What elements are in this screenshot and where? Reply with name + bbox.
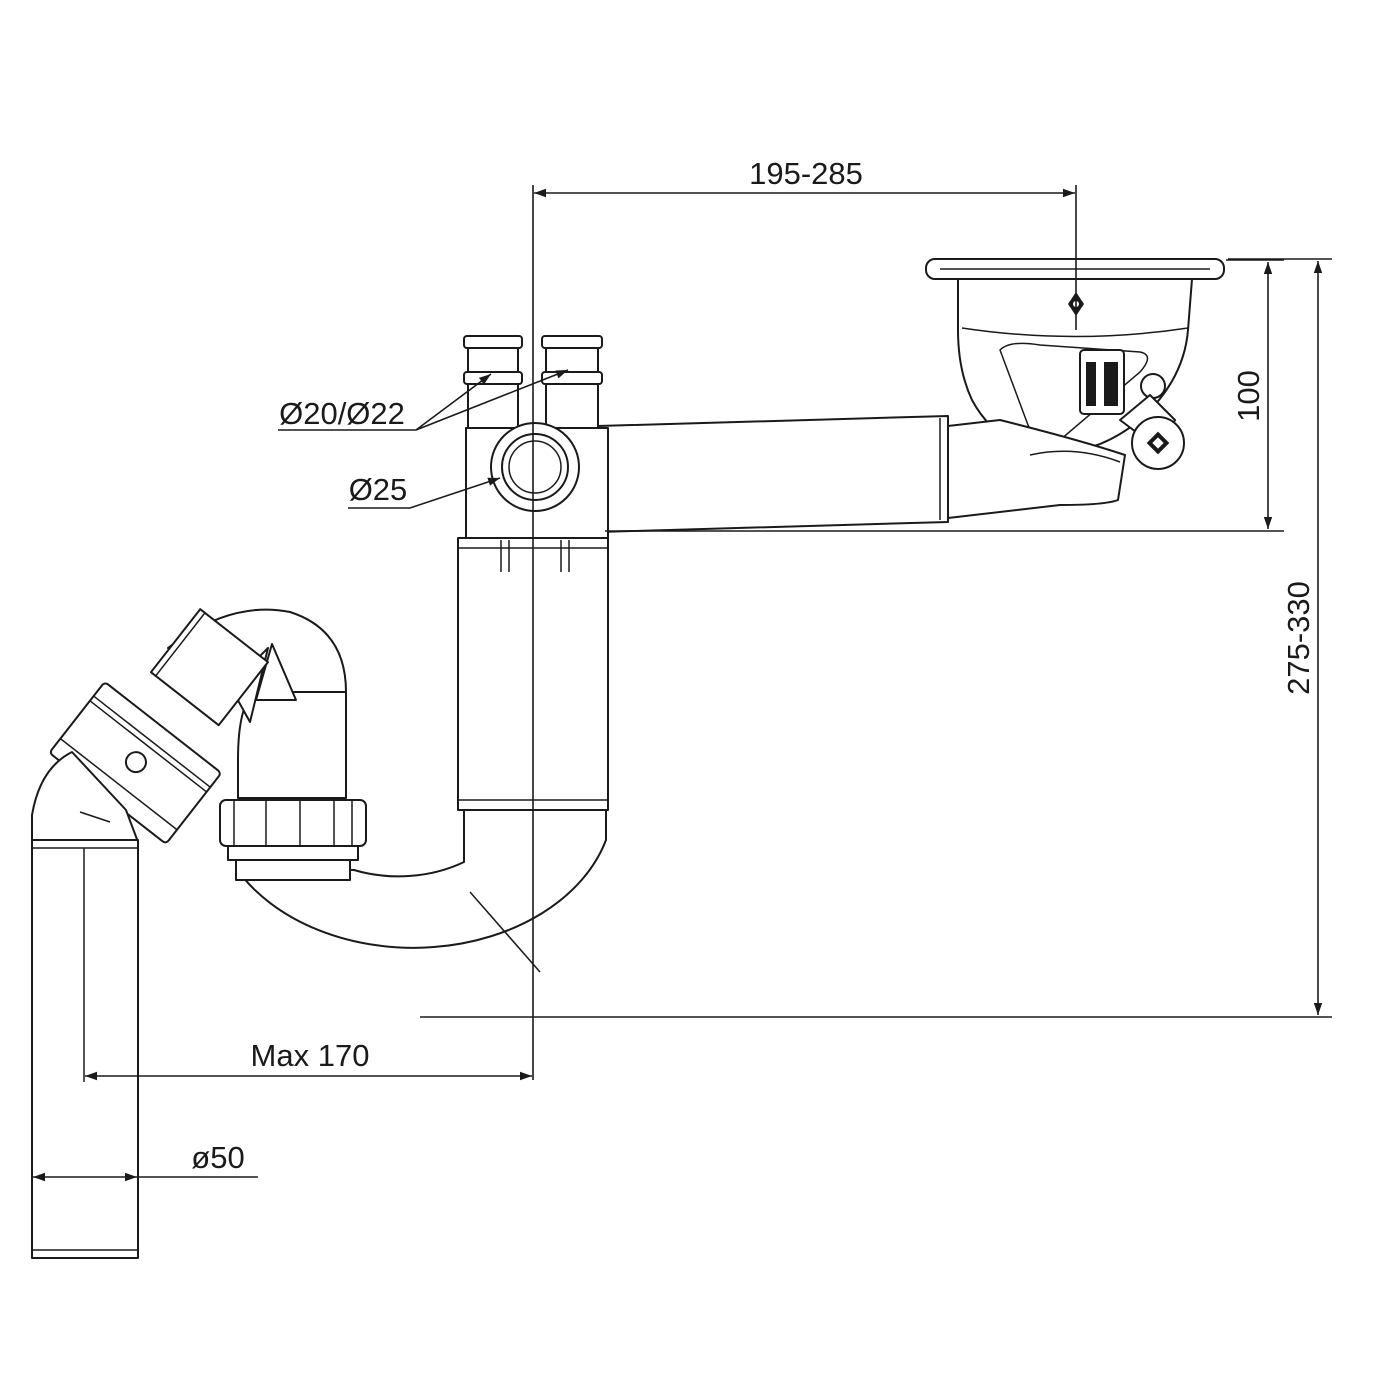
t-junction [465,422,609,539]
max-offset-label: Max 170 [251,1038,370,1073]
vent-hole [124,751,147,774]
outlet-elbow [947,419,1126,519]
connector-sleeve [149,608,269,727]
pipe-diameter-label: ø50 [191,1140,244,1175]
overflow-port-inner [501,433,569,501]
dimension-lines [33,185,1332,1182]
outlet-elbow-bottom [31,751,139,843]
horizontal-drain-pipe [597,415,1126,533]
width-range-label: 195-285 [749,156,863,191]
pivot-knob [1140,373,1166,399]
inlet-diameter-label: Ø20/Ø22 [279,396,405,431]
sink-strainer [925,258,1225,470]
overflow-diameter-label: Ø25 [349,472,408,507]
trap-nut [219,799,367,881]
total-height-label: 275-330 [1281,581,1316,695]
angled-connector [31,608,269,844]
trap-bend [235,809,607,949]
drain-depth-label: 100 [1231,370,1266,422]
drain-pipe [31,839,139,1259]
inlet-right [541,335,603,429]
inlet-left [463,335,523,429]
